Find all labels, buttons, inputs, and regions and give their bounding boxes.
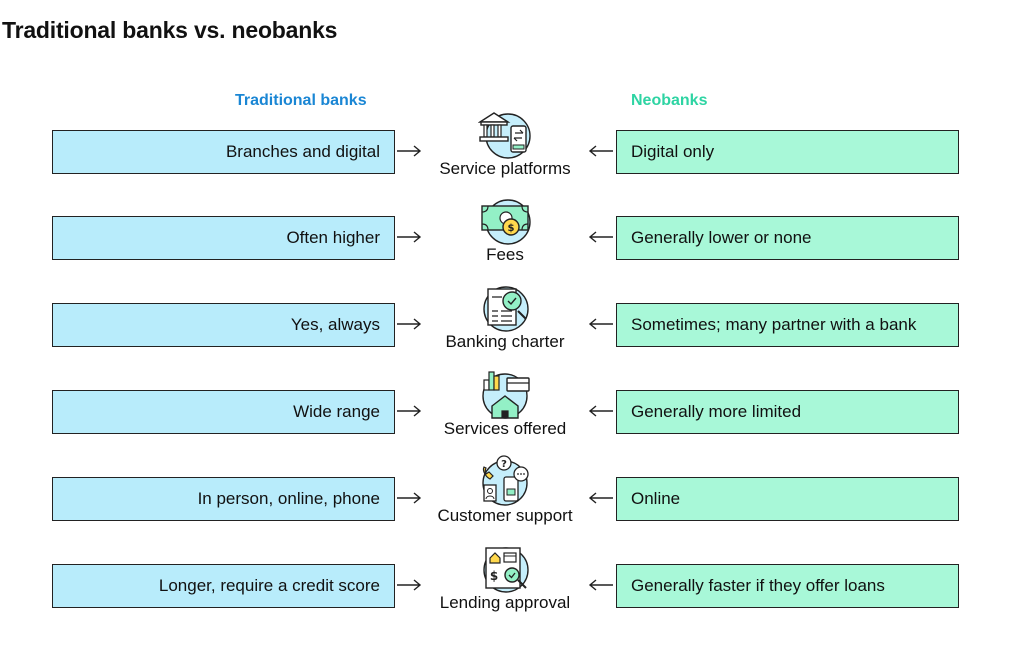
traditional-value: Yes, always [290, 315, 380, 334]
arrow-right-icon [397, 231, 422, 243]
svg-text:$: $ [508, 223, 515, 234]
phone-chat-icon: ? [482, 455, 529, 506]
arrow-left-icon [588, 231, 613, 243]
traditional-box: Yes, always [52, 303, 395, 347]
traditional-value: In person, online, phone [197, 489, 380, 508]
arrow-right-icon [397, 492, 422, 504]
traditional-box: Often higher [52, 216, 395, 260]
category-label: Lending approval [439, 593, 571, 612]
comparison-row-customer-support: In person, online, phone ? Customer supp… [0, 455, 1025, 525]
traditional-value: Often higher [286, 228, 380, 247]
arrow-right-icon [397, 318, 422, 330]
comparison-row-fees: Often higher $ Fees Generally lower or n… [0, 199, 1025, 264]
arrow-left-icon [588, 145, 613, 157]
svg-text:?: ? [501, 459, 507, 470]
arrow-left-icon [588, 318, 613, 330]
neobank-box: Generally more limited [616, 390, 959, 434]
neobank-value: Digital only [631, 142, 715, 161]
traditional-box: In person, online, phone [52, 477, 395, 521]
arrow-left-icon [588, 405, 613, 417]
neobanks-heading: Neobanks [631, 92, 708, 109]
arrow-right-icon [397, 145, 422, 157]
traditional-value: Branches and digital [225, 142, 380, 161]
comparison-row-services-offered: Wide range Services offered Generally mo… [0, 371, 1025, 438]
category-label: Service platforms [439, 159, 571, 178]
traditional-box: Longer, require a credit score [52, 564, 395, 608]
neobank-value: Generally faster if they offer loans [631, 576, 885, 595]
arrow-left-icon [588, 492, 613, 504]
bank-building-phone-icon [478, 112, 531, 159]
category-label: Customer support [437, 506, 573, 525]
category-label: Banking charter [445, 332, 565, 351]
neobank-value: Generally lower or none [631, 228, 812, 247]
neobank-value: Online [631, 489, 681, 508]
arrow-right-icon [397, 405, 422, 417]
neobank-value: Generally more limited [631, 402, 802, 421]
neobank-box: Generally faster if they offer loans [616, 564, 959, 608]
neobank-box: Sometimes; many partner with a bank [616, 303, 959, 347]
page-title: Traditional banks vs. neobanks [2, 17, 338, 43]
cash-bill-icon: $ [481, 199, 531, 245]
traditional-value: Longer, require a credit score [158, 576, 380, 595]
neobank-box: Online [616, 477, 959, 521]
services-house-card-icon [482, 371, 530, 419]
comparison-row-banking-charter: Yes, always Banking charter Sometimes; m… [0, 286, 1025, 351]
traditional-value: Wide range [293, 402, 380, 421]
traditional-box: Branches and digital [52, 130, 395, 174]
traditional-box: Wide range [52, 390, 395, 434]
arrow-right-icon [397, 579, 422, 591]
svg-text:$: $ [490, 569, 498, 583]
comparison-row-service-platforms: Branches and digital Service platforms D… [0, 112, 1025, 178]
neobank-box: Generally lower or none [616, 216, 959, 260]
category-label: Fees [486, 245, 524, 264]
category-label: Services offered [443, 419, 567, 438]
neobank-value: Sometimes; many partner with a bank [631, 315, 917, 334]
loan-document-icon: $ [483, 547, 529, 593]
neobank-box: Digital only [616, 130, 959, 174]
document-check-icon [483, 286, 529, 332]
arrow-left-icon [588, 579, 613, 591]
traditional-banks-heading: Traditional banks [235, 92, 367, 109]
comparison-row-lending-approval: Longer, require a credit score $ Lending… [0, 547, 1025, 612]
